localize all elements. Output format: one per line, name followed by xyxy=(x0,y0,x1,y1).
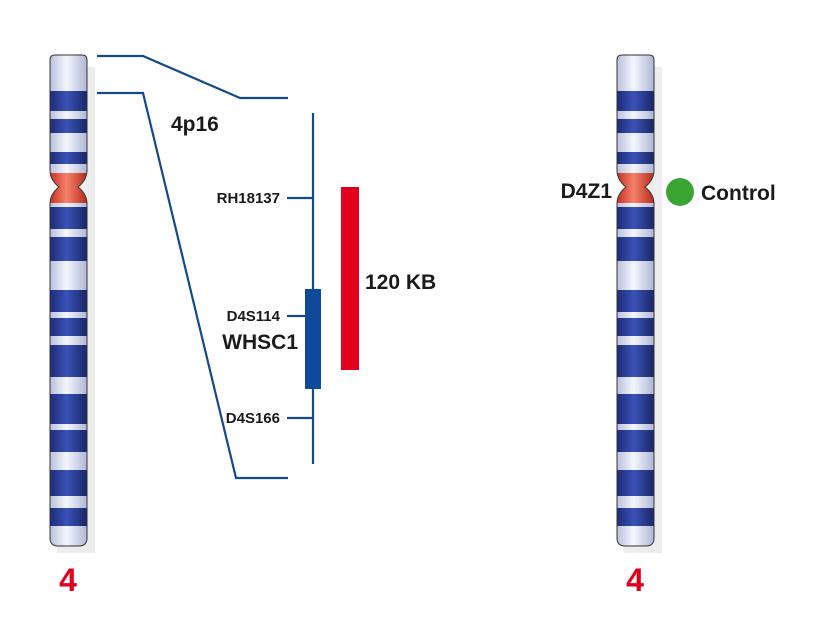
marker-label-d4s114: D4S114 xyxy=(227,308,281,325)
centromere-probe-label: D4Z1 xyxy=(561,180,613,203)
right-chromosome-bands xyxy=(617,55,654,546)
gene-label-whsc1: WHSC1 xyxy=(222,331,298,354)
right-chromosome: D4Z1 Control xyxy=(561,55,776,553)
probe-bar xyxy=(341,187,359,370)
left-chromosome xyxy=(50,55,95,553)
gene-bar-whsc1 xyxy=(305,289,321,389)
probe-size-label: 120 KB xyxy=(365,271,436,294)
region-detail: 4p16 RH18137 D4S114 WHSC1 D4S166 120 KB xyxy=(171,113,436,464)
control-label: Control xyxy=(701,182,776,205)
marker-label-d4s166: D4S166 xyxy=(226,410,280,427)
left-chromosome-bands xyxy=(50,55,87,546)
marker-label-rh18137: RH18137 xyxy=(217,190,280,207)
control-signal-dot xyxy=(666,178,694,206)
left-chromosome-number: 4 xyxy=(59,562,77,598)
zoom-line-top xyxy=(97,56,288,98)
right-chromosome-number: 4 xyxy=(626,562,644,598)
region-label: 4p16 xyxy=(171,113,219,136)
